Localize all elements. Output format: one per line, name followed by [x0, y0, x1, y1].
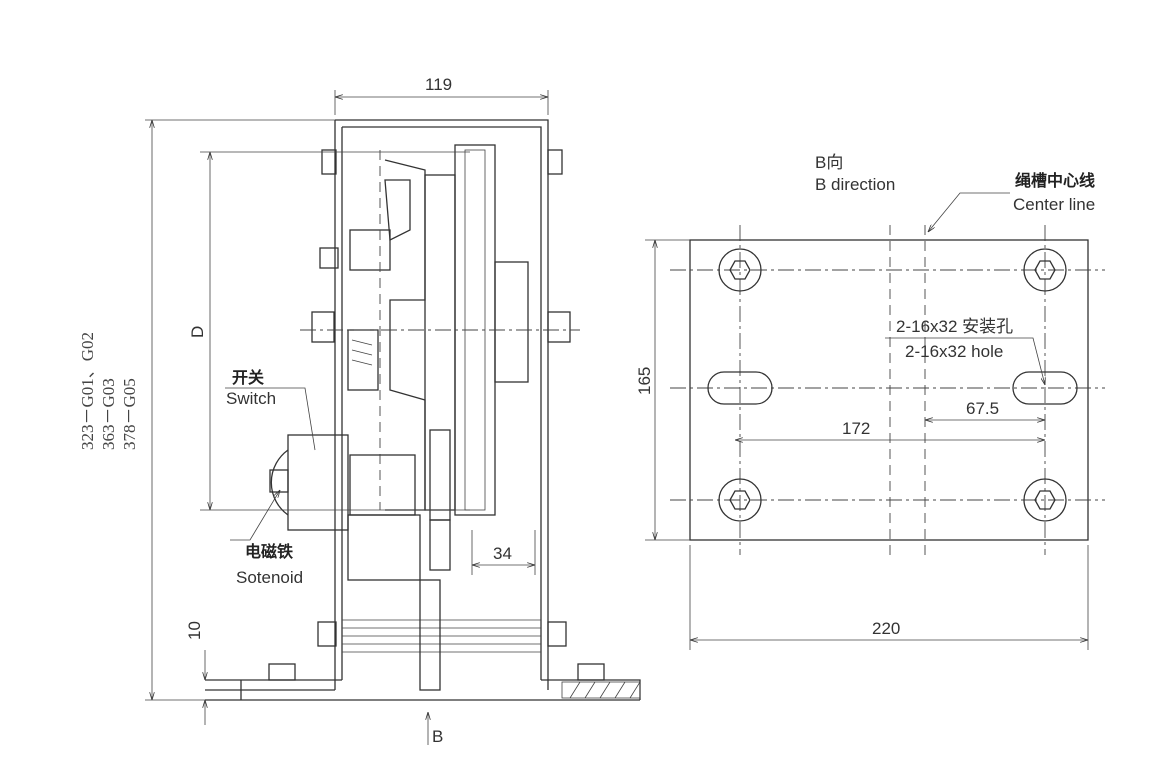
dimensions-left [145, 90, 549, 745]
mounting-holes [707, 248, 1078, 522]
solenoid [269, 434, 349, 531]
brake-arm [347, 159, 451, 691]
hole-label-cn: 2-16x32 安装孔 [896, 317, 1013, 336]
centerline-label-en: Center line [1013, 195, 1095, 214]
model-height-3: 378－G05 [120, 378, 139, 450]
model-height-1: 323－G01、G02 [78, 332, 97, 450]
dim-d: D [188, 326, 207, 338]
side-view: 119 D 10 34 B 323－G01、G02 363－G03 378－G0… [78, 75, 641, 746]
switch-label-cn: 开关 [232, 368, 264, 387]
bolts [268, 149, 605, 681]
b-direction-view: B向 B direction 绳槽中心线 Center line 2-16x32… [635, 153, 1105, 650]
width-dim-119: 119 [425, 75, 452, 94]
offset-dim-34: 34 [493, 544, 512, 563]
solenoid-label-cn: 电磁铁 [245, 542, 293, 561]
view-title-cn: B向 [815, 153, 843, 172]
spring-plates [342, 619, 541, 653]
centerline-label-cn: 绳槽中心线 [1015, 171, 1095, 190]
solenoid-label-en: Sotenoid [236, 568, 303, 587]
hole-label-en: 2-16x32 hole [905, 342, 1003, 361]
center-offset-dim-67-5: 67.5 [966, 399, 999, 418]
view-arrow-b: B [432, 727, 443, 746]
base-dim-10: 10 [185, 621, 204, 640]
view-title-en: B direction [815, 175, 895, 194]
mounting-plate [689, 239, 1089, 541]
dimensions-right [645, 192, 1089, 650]
width-dim-220: 220 [872, 619, 900, 638]
hatched-weld [561, 681, 641, 699]
height-dim-165: 165 [635, 367, 654, 395]
center-line [889, 225, 926, 555]
model-height-2: 363－G03 [99, 378, 118, 450]
hole-spacing-dim-172: 172 [842, 419, 870, 438]
switch-label-en: Switch [226, 389, 276, 408]
